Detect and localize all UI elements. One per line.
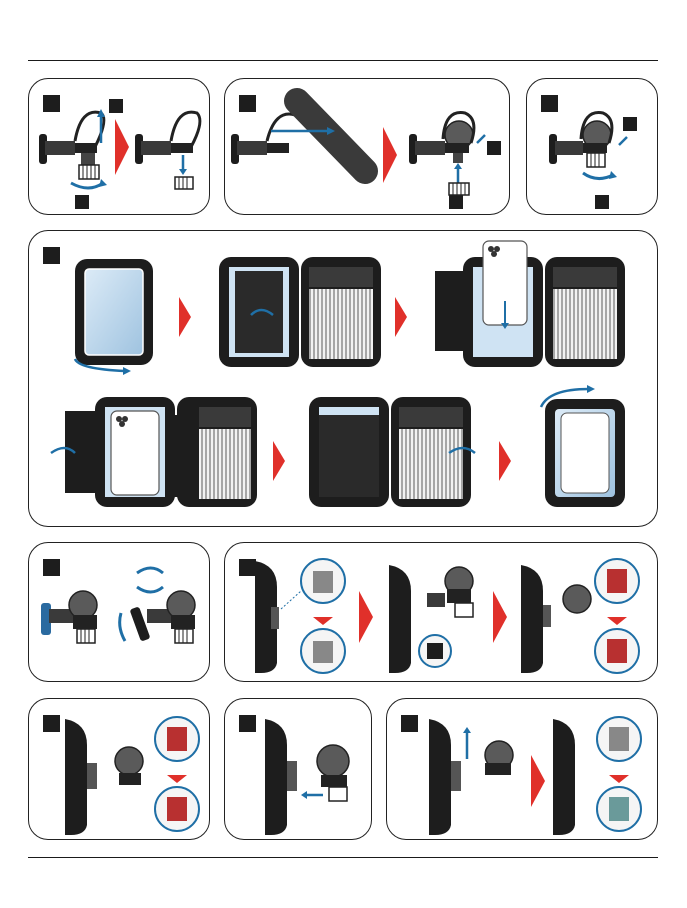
panel-tighten-screw bbox=[224, 698, 372, 840]
insert-phone-illustration bbox=[29, 231, 658, 527]
arrow-right-red-icon bbox=[273, 441, 285, 481]
tighten-screw-illustration bbox=[225, 699, 372, 840]
panel-insert-phone bbox=[28, 230, 658, 527]
arrow-right-red-icon bbox=[531, 755, 545, 807]
release-case-illustration bbox=[387, 699, 658, 840]
panel-mount-disassembly bbox=[28, 78, 210, 215]
arrow-down-red-icon bbox=[167, 775, 187, 783]
arrow-right-red-icon bbox=[383, 127, 397, 183]
panel-release-case bbox=[386, 698, 658, 840]
panel-mount-tighten bbox=[526, 78, 658, 215]
panel-attach-case bbox=[224, 542, 658, 682]
arrow-down-red-icon bbox=[313, 617, 333, 625]
arrow-right-red-icon bbox=[359, 591, 373, 643]
panel-adjust-angle bbox=[28, 542, 210, 682]
mount-disassembly-illustration bbox=[29, 79, 210, 215]
arrow-right-red-icon bbox=[395, 297, 407, 337]
footer-rule bbox=[28, 857, 658, 858]
mount-attach-illustration bbox=[225, 79, 510, 215]
arrow-down-red-icon bbox=[609, 775, 629, 783]
arrow-right-red-icon bbox=[493, 591, 507, 643]
arrow-right-red-icon bbox=[179, 297, 191, 337]
attach-case-illustration bbox=[225, 543, 658, 682]
lock-clip-illustration bbox=[29, 699, 210, 840]
arrow-right-red-icon bbox=[115, 119, 129, 175]
mount-tighten-illustration bbox=[527, 79, 658, 215]
header-rule bbox=[28, 60, 658, 61]
panel-lock-clip bbox=[28, 698, 210, 840]
arrow-right-red-icon bbox=[499, 441, 511, 481]
arrow-down-red-icon bbox=[607, 617, 627, 625]
adjust-angle-illustration bbox=[29, 543, 210, 682]
panel-mount-attach bbox=[224, 78, 510, 215]
